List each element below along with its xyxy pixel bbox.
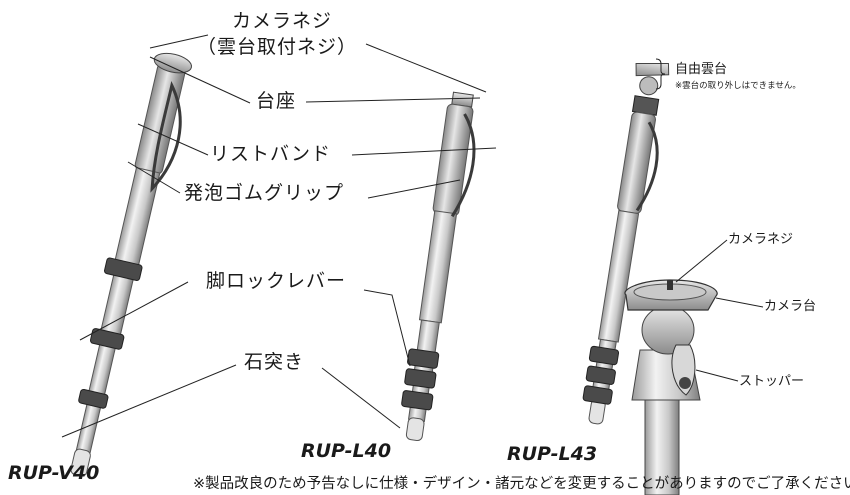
- label-head-camera-screw: カメラネジ: [728, 232, 794, 247]
- leader-foam-grip: [127, 161, 181, 194]
- label-head-mount-screw: （雲台取付ネジ）: [197, 36, 358, 58]
- monopod-rup-v40: [70, 52, 193, 477]
- footnote: ※製品改良のため予告なしに仕様・デザイン・諸元などを変更することがありますのでご…: [193, 476, 850, 492]
- v40-lock-lever-3: [78, 388, 109, 409]
- monopod-rup-l43: [582, 62, 670, 425]
- label-wrist-band: リストバンド: [210, 143, 331, 165]
- detail-tube: [644, 399, 680, 495]
- label-camera-platform: カメラ台: [764, 299, 817, 314]
- leader-foam-grip-l40: [367, 179, 461, 199]
- label-free-head: 自由雲台: [675, 62, 728, 77]
- leader-lock-lever: [79, 281, 189, 341]
- model-rup-v40: RUP-V40: [8, 462, 100, 484]
- leader-camera-screw-l40: [365, 43, 487, 93]
- leader-wrist-band: [137, 123, 209, 156]
- label-foam-grip: 発泡ゴムグリップ: [184, 182, 345, 204]
- label-free-head-note: ※雲台の取り外しはできません。: [675, 81, 801, 91]
- leader-lines: [61, 34, 764, 438]
- l40-tube-1: [418, 210, 458, 324]
- l43-free-head-ball: [639, 76, 659, 96]
- l43-lock-lever-1: [588, 345, 620, 366]
- detail-stopper-screw: [679, 377, 691, 389]
- l43-lock-lever-2: [585, 365, 616, 385]
- label-base: 台座: [256, 90, 297, 112]
- l43-wrist-band: [635, 121, 659, 212]
- free-head-brace: [655, 58, 666, 90]
- label-camera-screw: カメラネジ: [232, 10, 333, 32]
- v40-lock-lever-2: [89, 328, 125, 350]
- leader-camera-platform: [715, 297, 764, 308]
- v40-wrist-band: [150, 80, 182, 193]
- leader-stopper: [695, 369, 739, 382]
- l40-lock-lever-1: [407, 348, 440, 369]
- leader-stone-tip: [61, 364, 237, 438]
- l40-lock-lever-3: [401, 390, 434, 411]
- leader-base: [149, 56, 251, 104]
- leader-head-camera-screw: [675, 239, 728, 283]
- l40-stone-tip: [405, 417, 425, 442]
- leader-base-l40: [305, 97, 481, 103]
- v40-lock-lever-1: [104, 257, 143, 281]
- v40-stone-tip: [70, 448, 91, 477]
- model-rup-l43: RUP-L43: [507, 443, 598, 465]
- label-stone-tip: 石突き: [244, 351, 305, 373]
- leader-stone-tip-l40: [321, 367, 401, 429]
- label-stopper: ストッパー: [739, 374, 805, 389]
- l43-tube-1: [597, 210, 640, 343]
- leader-lock-lever-l40: [363, 289, 411, 367]
- detail-camera-screw: [667, 280, 673, 290]
- leader-camera-screw: [149, 34, 209, 49]
- v40-grip: [134, 62, 186, 175]
- leader-wrist-band-l40: [351, 147, 497, 156]
- model-rup-l40: RUP-L40: [301, 440, 392, 462]
- monopod-rup-l40: [401, 91, 476, 442]
- free-head-detail: [624, 279, 718, 495]
- l40-lock-lever-2: [404, 368, 437, 389]
- l40-wrist-band: [450, 113, 476, 218]
- label-leg-lock-lever: 脚ロックレバー: [206, 270, 347, 292]
- l43-lock-lever-3: [582, 385, 613, 405]
